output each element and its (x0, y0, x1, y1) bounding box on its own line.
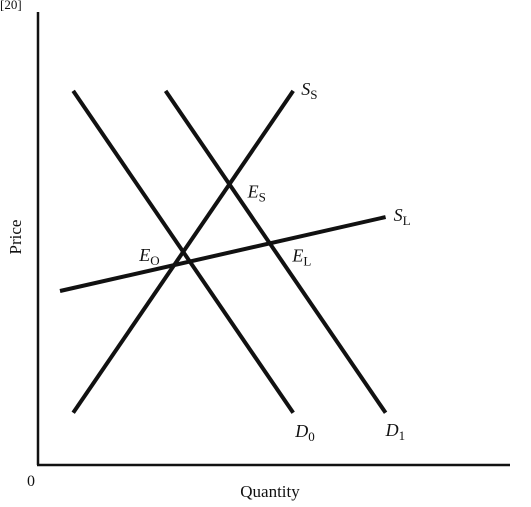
y-axis-label: Price (6, 220, 25, 255)
point-label-es: ES (247, 181, 266, 204)
point-label-el: EL (291, 246, 311, 269)
point-label-eo: EO (138, 245, 159, 268)
series-line-d1 (163, 89, 388, 414)
x-axis-label: Quantity (240, 482, 300, 501)
series-label-d1: D1 (385, 420, 406, 443)
series-label-d0: D0 (294, 421, 315, 444)
series-layer (59, 89, 388, 414)
origin-label: 0 (27, 473, 35, 490)
series-label-ss: SS (301, 79, 317, 102)
series-line-sl (59, 215, 387, 293)
label-layer: D0 D1 SS SL EO ES EL (138, 79, 410, 444)
series-line-ss (71, 89, 295, 414)
series-label-sl: SL (394, 205, 411, 228)
top-left-label: [20] (0, 0, 22, 12)
